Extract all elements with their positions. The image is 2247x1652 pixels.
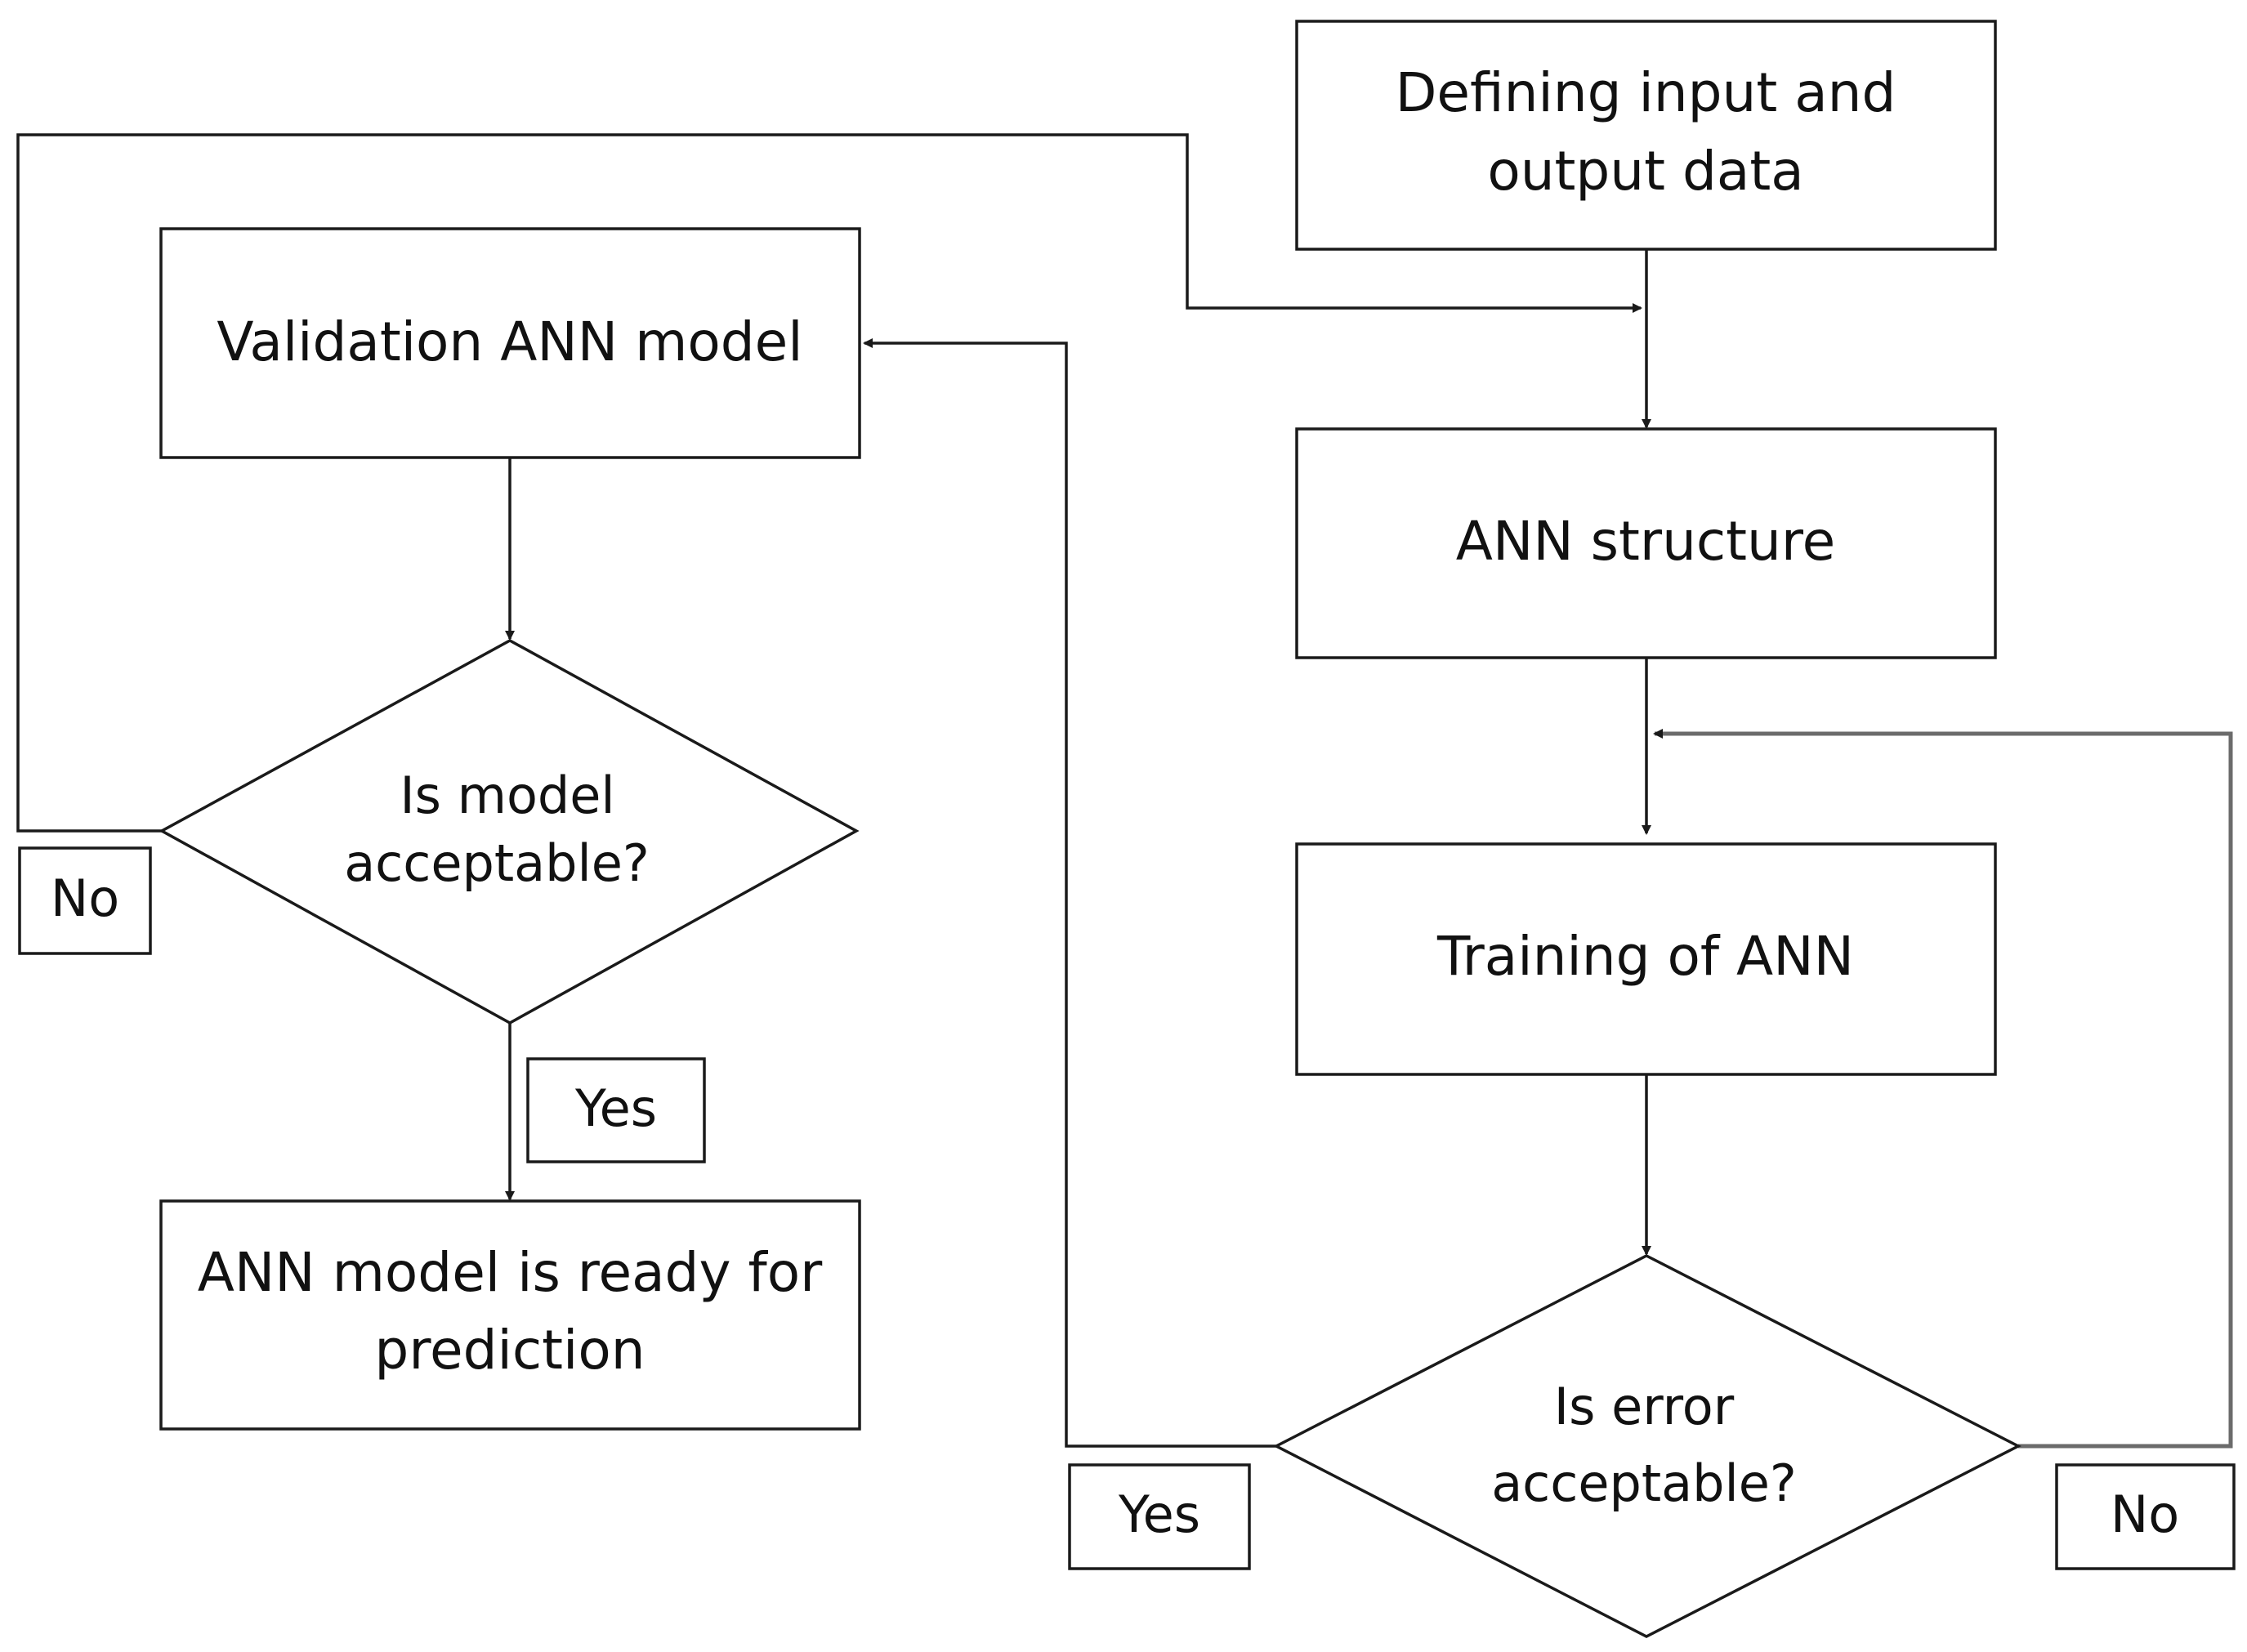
label-model-no: No: [18, 846, 152, 955]
label-error-yes: Yes: [1068, 1463, 1251, 1570]
decision-model-line-1: Is model: [400, 766, 614, 825]
label-model-yes-text: Yes: [574, 1078, 657, 1138]
node-defining-data-line-1: Defining input and: [1396, 61, 1896, 124]
label-error-yes-text: Yes: [1118, 1485, 1200, 1544]
node-training-label: Training of ANN: [1436, 925, 1854, 988]
node-ann-structure: ANN structure: [1295, 427, 1997, 659]
decision-model-acceptable: Is model acceptable?: [159, 639, 860, 1025]
decision-error-line-1: Is error: [1554, 1377, 1735, 1436]
node-validation: Validation ANN model: [159, 227, 861, 459]
connector-error-no-loop: [1653, 729, 2233, 1449]
label-error-no: No: [2055, 1463, 2236, 1570]
label-model-no-text: No: [51, 868, 119, 928]
decision-error-line-2: acceptable?: [1491, 1453, 1797, 1513]
node-ready-for-prediction: ANN model is ready for prediction: [159, 1199, 861, 1431]
node-ready-line-1: ANN model is ready for: [198, 1241, 823, 1304]
node-ready-line-2: prediction: [374, 1319, 645, 1382]
node-defining-data: Defining input and output data: [1295, 20, 1997, 251]
decision-error-acceptable: Is error acceptable?: [1273, 1254, 2021, 1638]
label-error-no-text: No: [2111, 1485, 2179, 1544]
node-ann-structure-label: ANN structure: [1456, 510, 1835, 573]
node-defining-data-line-2: output data: [1487, 140, 1803, 203]
decision-model-line-2: acceptable?: [344, 833, 650, 893]
connector-model-no-loop: [16, 133, 1642, 833]
connector-error-yes-to-validation: [863, 338, 1276, 1448]
label-model-yes: Yes: [526, 1057, 706, 1163]
node-validation-label: Validation ANN model: [217, 310, 802, 373]
node-training: Training of ANN: [1295, 842, 1997, 1076]
